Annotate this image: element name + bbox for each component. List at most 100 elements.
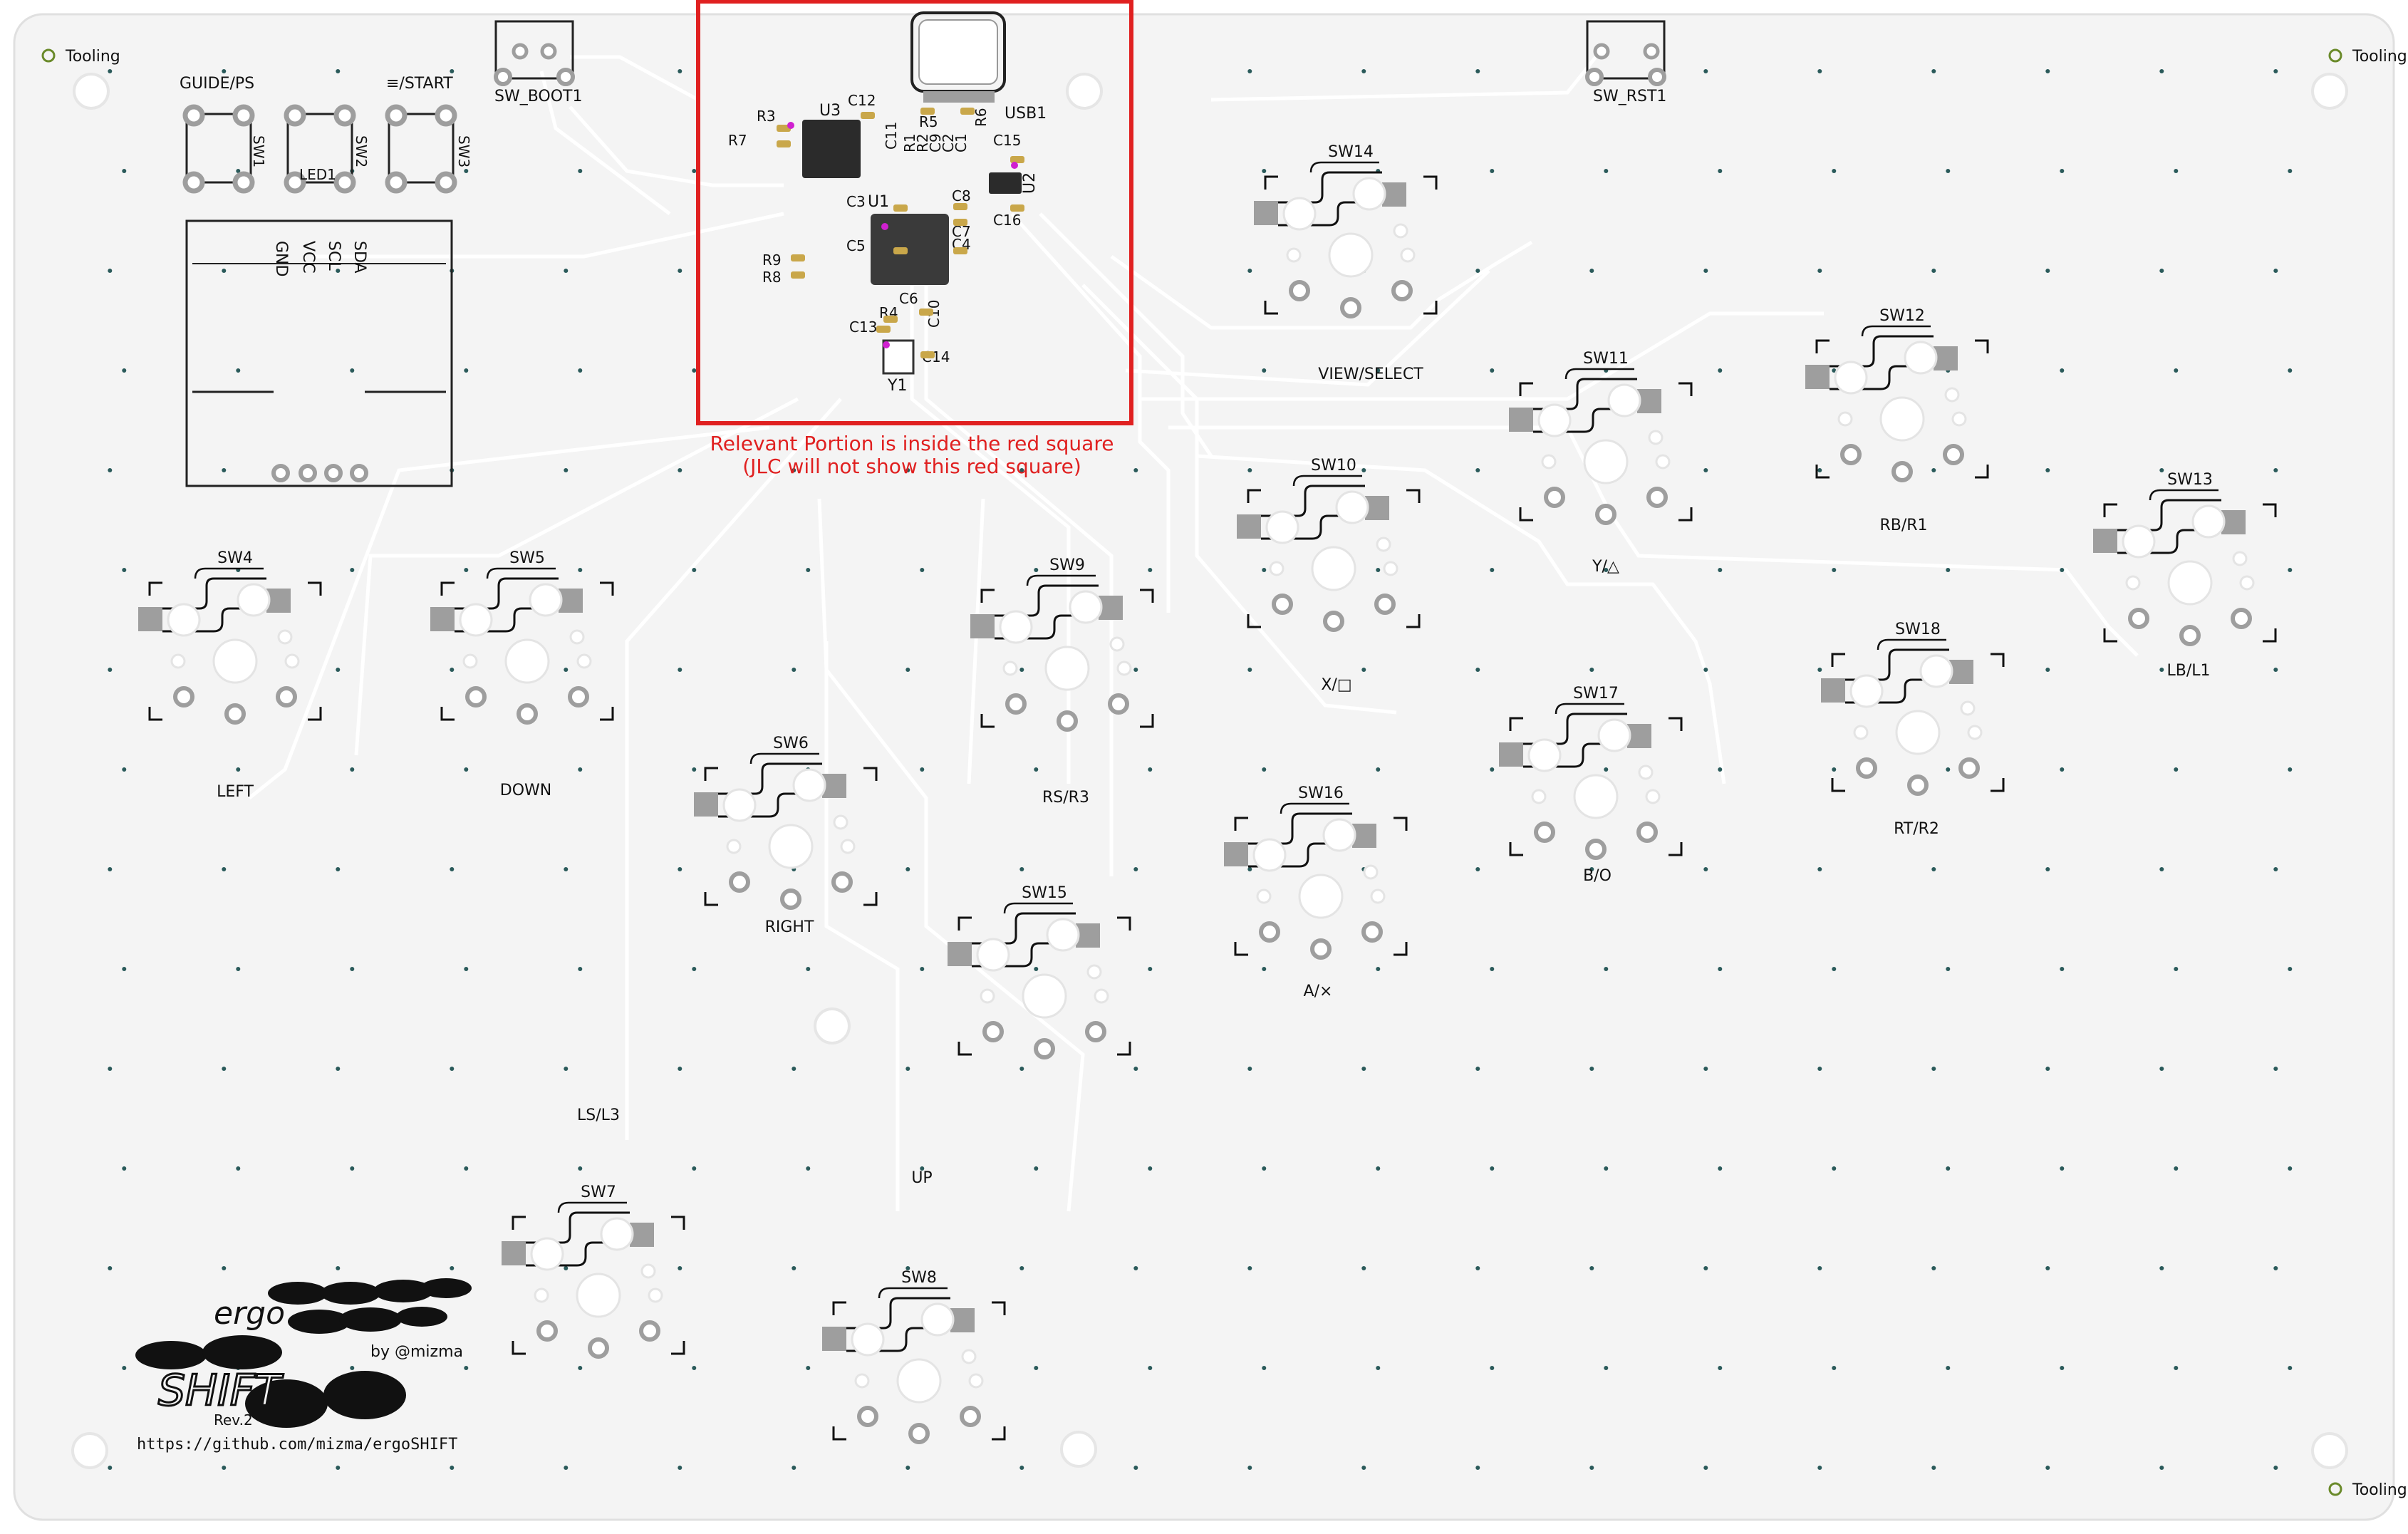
smd-pad <box>960 108 975 115</box>
via <box>564 1466 569 1470</box>
smd-pad <box>777 125 791 132</box>
via-grid <box>108 69 2293 1470</box>
tooling-label: Tooling <box>2352 1481 2407 1499</box>
ref-c3: C3 <box>846 193 866 210</box>
key-switch-sw6: SW6 <box>694 735 878 910</box>
logo-url: https://github.com/mizma/ergoSHIFT <box>137 1436 457 1453</box>
oled-pin-sda: SDA <box>351 241 368 274</box>
smd-refs: R3 R4 R5 R6 R7 R8 R9 C3 C4 C5 C6 C7 C8 C… <box>728 92 1021 366</box>
switch-pad <box>2221 510 2246 534</box>
via <box>222 1266 227 1270</box>
via <box>236 368 241 373</box>
via <box>1376 1166 1381 1171</box>
switch-pad <box>1805 365 1830 389</box>
ref-c8: C8 <box>952 187 971 204</box>
switch-hole <box>173 686 194 708</box>
switch-ref: SW11 <box>1583 350 1629 368</box>
smd-pad <box>1010 156 1024 163</box>
u2-ref: U2 <box>1021 172 1039 194</box>
boot-switch: SW_BOOT1 <box>494 20 583 105</box>
switch-pad <box>694 792 718 817</box>
switch-hole <box>1646 487 1668 508</box>
via <box>1490 767 1495 772</box>
via <box>1832 568 1837 572</box>
via <box>1589 867 1594 871</box>
annotation-line-1: Relevant Portion is inside the red squar… <box>710 432 1114 455</box>
via <box>1718 368 1723 373</box>
via <box>2174 1166 2179 1171</box>
via <box>1262 967 1267 971</box>
via <box>1148 767 1153 772</box>
via <box>806 568 811 572</box>
u1-ref: U1 <box>868 193 889 211</box>
via <box>1247 269 1252 273</box>
via <box>2288 767 2293 772</box>
via <box>1019 1067 1024 1071</box>
switch-hole <box>568 686 589 708</box>
key-switch-sw10: SW10 <box>1237 457 1421 632</box>
via <box>806 1366 811 1370</box>
via <box>1589 1067 1594 1071</box>
switch-hole <box>224 703 246 725</box>
tact-sw2: SW2 LED1 <box>284 104 370 194</box>
pin1-marker <box>1011 162 1018 169</box>
via <box>108 1266 113 1270</box>
annotation-line-2: (JLC will not show this red square) <box>742 455 1081 478</box>
switch-hole <box>1943 444 1964 465</box>
switch-hole <box>1891 461 1913 482</box>
key-switch-sw7: SW7 <box>502 1183 685 1359</box>
via <box>678 668 683 672</box>
switch-hole <box>639 1320 660 1342</box>
via <box>1475 468 1480 472</box>
ref-c6: C6 <box>899 290 918 307</box>
via <box>1703 668 1708 672</box>
switch-hole <box>465 686 487 708</box>
label-right: RIGHT <box>765 918 814 936</box>
ref-r6: R6 <box>972 108 990 127</box>
via <box>578 767 583 772</box>
key-switch-sw9: SW9 <box>970 556 1154 732</box>
via <box>1946 169 1951 173</box>
switch-hole <box>1595 504 1616 525</box>
switch-pad <box>1382 182 1406 207</box>
label-rt: RT/R2 <box>1894 820 1939 838</box>
via <box>336 1266 341 1270</box>
via <box>1376 1366 1381 1370</box>
via <box>2159 1067 2164 1071</box>
via <box>350 767 355 772</box>
via <box>1148 568 1153 572</box>
via <box>1703 1266 1708 1270</box>
switch-pad <box>1076 923 1100 948</box>
via <box>1262 1366 1267 1370</box>
via <box>236 1166 241 1171</box>
switch-hole <box>1289 280 1310 301</box>
switch-hole <box>1856 757 1877 779</box>
switch-ref: SW9 <box>1049 556 1085 574</box>
via <box>2159 1266 2164 1270</box>
via <box>450 867 455 871</box>
via <box>464 967 469 971</box>
via <box>578 568 583 572</box>
via <box>464 568 469 572</box>
via <box>222 468 227 472</box>
via <box>2174 368 2179 373</box>
mounting-hole <box>73 73 110 110</box>
via <box>1034 568 1039 572</box>
switch-hole <box>1374 594 1396 615</box>
via <box>2174 1366 2179 1370</box>
ref-c5: C5 <box>846 237 866 254</box>
via <box>1034 767 1039 772</box>
via <box>578 1166 583 1171</box>
via <box>692 967 697 971</box>
switch-ref: SW5 <box>509 549 545 567</box>
via <box>1604 1166 1609 1171</box>
via <box>464 169 469 173</box>
via <box>108 269 113 273</box>
switch-hole <box>536 1320 558 1342</box>
via <box>2174 967 2179 971</box>
switch-hole <box>729 871 750 893</box>
switch-hole <box>1958 757 1980 779</box>
via <box>564 468 569 472</box>
via <box>1019 468 1024 472</box>
switch-hole <box>1636 822 1658 843</box>
